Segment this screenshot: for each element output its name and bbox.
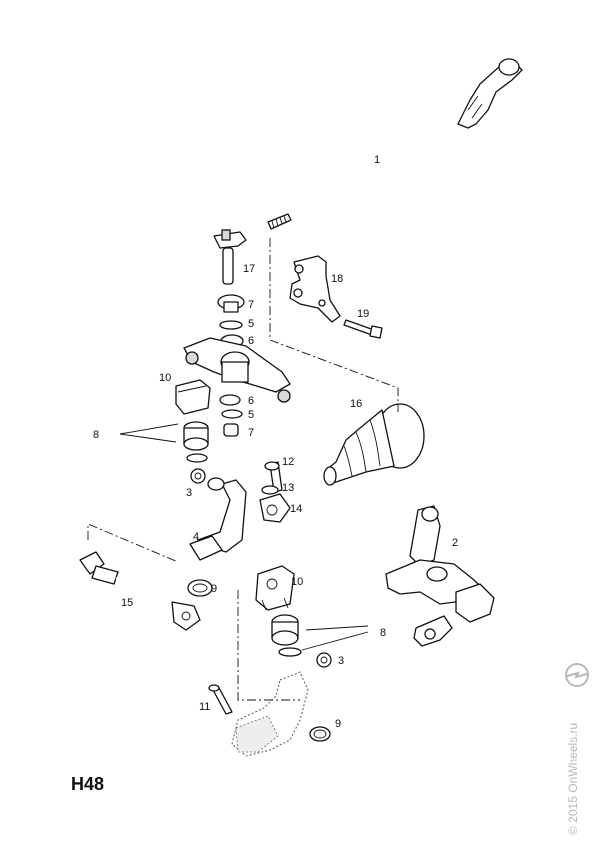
rubber-block-lower (255, 565, 295, 611)
callout-6: 6 (248, 395, 254, 407)
callout-7: 7 (248, 427, 254, 439)
callout-17: 17 (243, 263, 255, 275)
rubber-block-upper (175, 379, 211, 415)
callout-4: 4 (193, 531, 199, 543)
bush-lower (271, 614, 369, 657)
callout-16: 16 (350, 398, 362, 410)
clip-upper (190, 468, 206, 484)
callout-7: 7 (248, 299, 254, 311)
callout-19: 19 (357, 308, 369, 320)
callout-11: 11 (199, 701, 210, 713)
shift-mechanism (385, 505, 495, 647)
callout-3: 3 (186, 487, 192, 499)
pivot-assembly (259, 461, 291, 523)
callout-12: 12 (282, 456, 294, 468)
gear-lever (267, 58, 523, 230)
callout-9: 9 (211, 583, 217, 595)
lower-bush-stack (219, 394, 243, 437)
selector-plate (183, 337, 291, 403)
callout-labels: 1 2 3 3 4 5 5 6 6 7 7 8 8 9 9 10 10 11 1… (93, 154, 458, 730)
pin (208, 684, 233, 715)
callout-10: 10 (291, 576, 303, 588)
callout-9: 9 (335, 718, 341, 730)
callout-1: 1 (374, 154, 380, 166)
clip-lower (316, 652, 332, 668)
callout-6: 6 (248, 335, 254, 347)
assembly-lines (87, 238, 399, 701)
callout-3: 3 (338, 655, 344, 667)
callout-2: 2 (452, 537, 458, 549)
bolt (343, 319, 383, 339)
callout-14: 14 (290, 503, 302, 515)
linkage-rod (79, 551, 201, 631)
guide-pin (213, 229, 247, 285)
opel-lightning-logo-icon (565, 663, 589, 687)
callout-5: 5 (248, 318, 254, 330)
bracket (289, 255, 341, 323)
callout-5: 5 (248, 409, 254, 421)
callout-10: 10 (159, 372, 171, 384)
gearbox-housing-ghost (231, 671, 309, 757)
callout-8: 8 (380, 627, 386, 639)
upper-bush-stack (217, 294, 245, 348)
copyright-watermark: © 2015 OnWheels.ru (566, 722, 580, 835)
callout-15: 15 (121, 597, 133, 609)
ring-upper (187, 579, 213, 597)
callout-18: 18 (331, 273, 343, 285)
rubber-gaiter (323, 403, 425, 486)
callout-8: 8 (93, 429, 99, 441)
bush-upper (119, 421, 209, 463)
diagram-code: H48 (71, 774, 105, 794)
callout-13: 13 (282, 482, 294, 494)
shift-arm (189, 477, 247, 561)
ring-lower (309, 726, 331, 742)
